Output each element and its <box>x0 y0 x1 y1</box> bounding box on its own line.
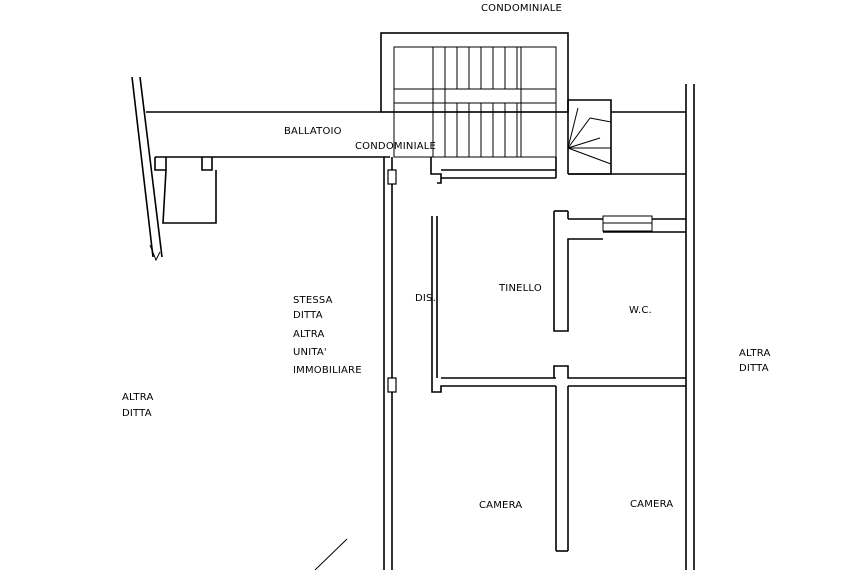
label-stessa-ditta-1: STESSA <box>293 295 333 306</box>
label-camera-2: CAMERA <box>630 499 673 510</box>
label-altra-ditta-left-1: ALTRA <box>122 392 154 403</box>
label-stessa-ditta-2: DITTA <box>293 310 323 321</box>
winder-stair <box>567 99 686 175</box>
label-wc: W.C. <box>629 305 652 316</box>
staircase-block <box>380 32 569 158</box>
label-condominiale-top: CONDOMINIALE <box>481 3 562 14</box>
corridor-wall <box>431 216 556 393</box>
diagonal-line <box>314 538 348 570</box>
apartment-left-wall <box>383 157 397 570</box>
left-boundary-wall <box>131 76 163 262</box>
tinello-wc-wall <box>553 210 686 332</box>
right-boundary-wall <box>685 84 695 570</box>
label-altra-ditta-right-2: DITTA <box>739 363 769 374</box>
ballatoio-corridor <box>146 111 390 224</box>
landing-wall <box>430 157 686 184</box>
label-condominiale-mid: CONDOMINIALE <box>355 141 436 152</box>
label-altra-ditta-left-2: DITTA <box>122 408 152 419</box>
label-camera-1: CAMERA <box>479 500 522 511</box>
label-stessa-ditta-4: UNITA' <box>293 347 327 358</box>
label-stessa-ditta-3: ALTRA <box>293 329 325 340</box>
label-altra-ditta-right-1: ALTRA <box>739 348 771 359</box>
cameras-top-wall <box>553 365 686 552</box>
label-dis: DIS. <box>415 293 436 304</box>
label-ballatoio: BALLATOIO <box>284 126 342 137</box>
label-stessa-ditta-5: IMMOBILIARE <box>293 365 362 376</box>
label-tinello: TINELLO <box>498 283 542 294</box>
